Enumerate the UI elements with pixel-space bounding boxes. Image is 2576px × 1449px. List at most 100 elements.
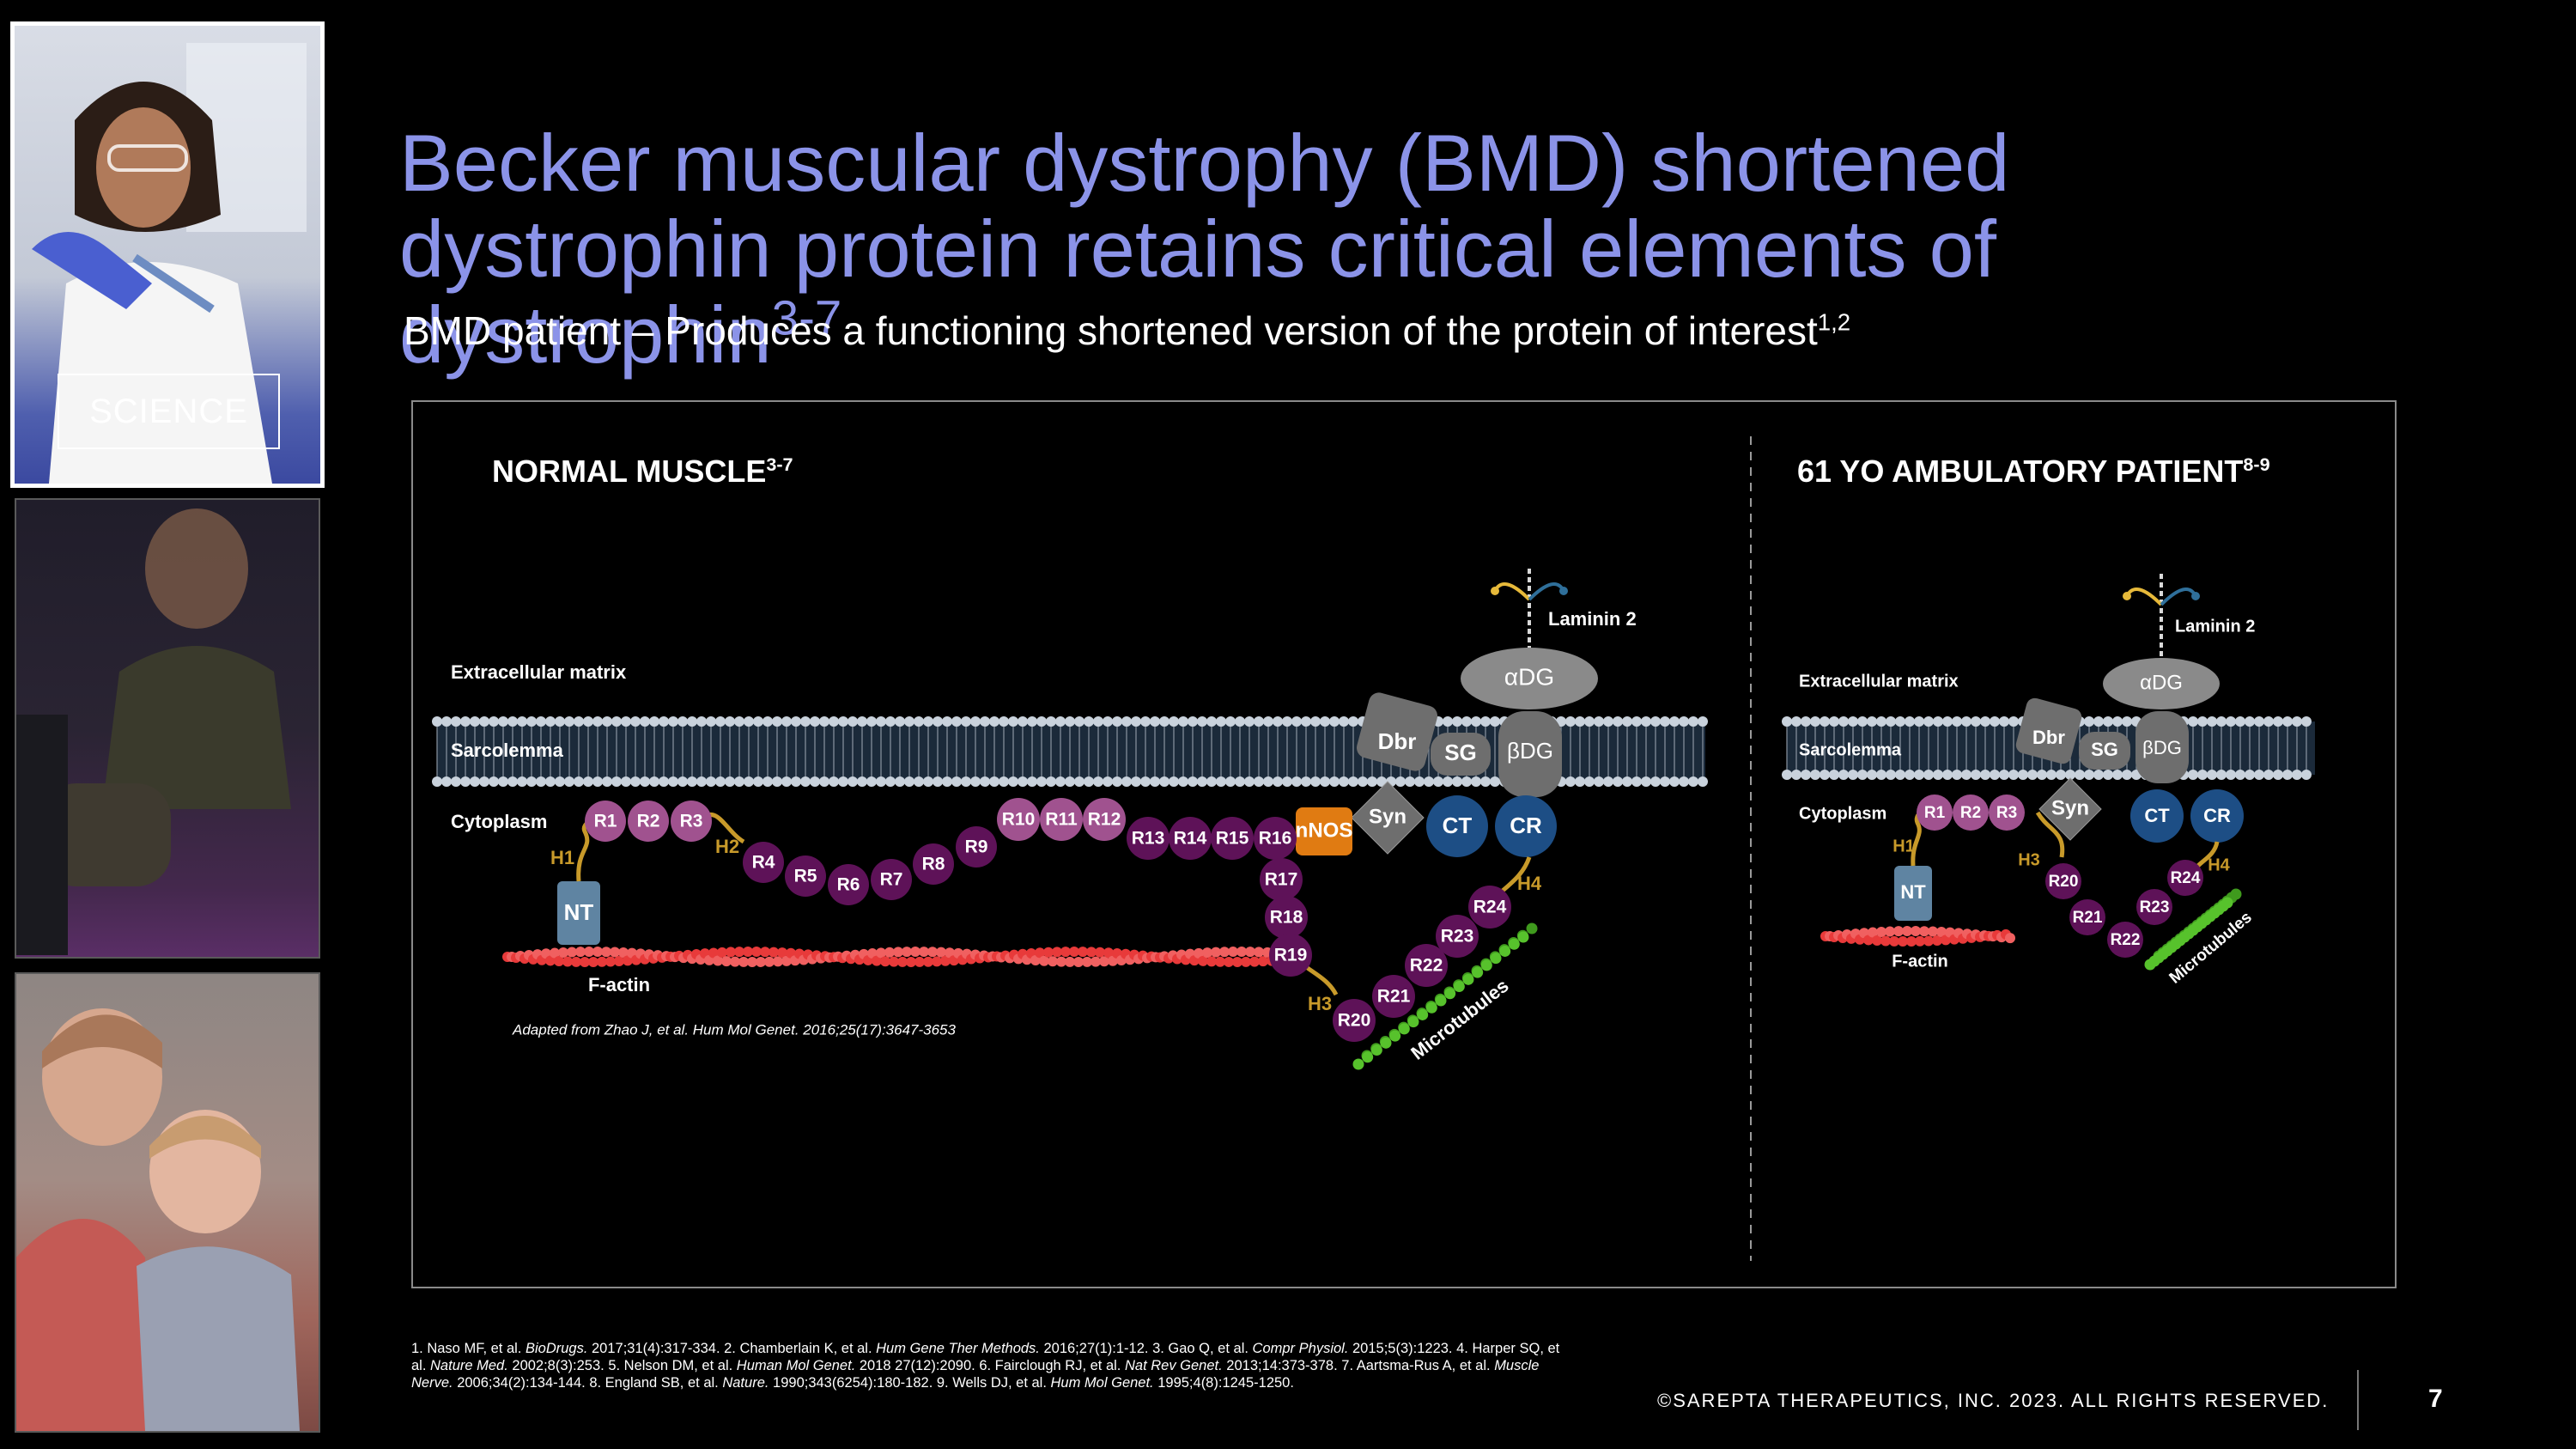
normal-lipid-head [876, 716, 886, 727]
patient-syn-label: Syn [2051, 796, 2089, 819]
normal-repeat-r7-label: R7 [880, 870, 903, 890]
normal-lipid-head [1679, 716, 1689, 727]
normal-lipid-head [1225, 716, 1236, 727]
normal-lipid-head [1565, 776, 1576, 787]
normal-microtubule-bead [1518, 932, 1529, 943]
scientist-photo: SCIENCE [10, 21, 325, 488]
normal-lipid-head [1669, 716, 1680, 727]
diagram-citation: Adapted from Zhao J, et al. Hum Mol Gene… [512, 1021, 957, 1038]
normal-lipid-head [848, 776, 858, 787]
patient-repeat-r21-label: R21 [2073, 909, 2103, 927]
patient-lipid-head [2075, 770, 2085, 780]
normal-lipid-head [1414, 776, 1425, 787]
patient-lipid-head [2027, 770, 2038, 780]
normal-lipid-head [1339, 776, 1349, 787]
patient-hinge-h4-label: H4 [2208, 855, 2230, 874]
normal-lipid-head [725, 716, 735, 727]
normal-lipid-head [772, 776, 782, 787]
normal-syn-label: Syn [1369, 805, 1406, 828]
normal-lipid-head [649, 776, 659, 787]
patient-lipid-head [1782, 716, 1792, 727]
normal-lipid-head [725, 776, 735, 787]
normal-lipid-head [696, 776, 707, 787]
normal-lipid-head [1603, 716, 1613, 727]
patient-lipid-head [2292, 716, 2302, 727]
normal-lipid-head [498, 776, 508, 787]
patient-microtubule-bead [2231, 889, 2242, 900]
patient-lipid-head [2282, 770, 2293, 780]
normal-lipid-head [1065, 776, 1075, 787]
normal-lipid-head [1405, 776, 1415, 787]
normal-microtubule-bead [1389, 1031, 1400, 1042]
normal-factin-label: F-actin [588, 974, 650, 995]
patient-lipid-head [2046, 770, 2057, 780]
patient-lipid-head [2263, 770, 2274, 780]
normal-nnos-label: nNOS [1296, 819, 1353, 842]
patient-lipid-head [1801, 770, 1811, 780]
diagram-canvas: Extracellular matrixSarcolemmaCytoplasmL… [413, 402, 2395, 1287]
normal-lipid-head [545, 716, 556, 727]
normal-repeat-r22-label: R22 [1410, 956, 1443, 976]
normal-lipid-head [1282, 776, 1292, 787]
normal-lipid-head [1084, 776, 1094, 787]
normal-lipid-head [1603, 776, 1613, 787]
normal-lipid-head [1348, 716, 1358, 727]
patient-lipid-head [1848, 770, 1858, 780]
patient-lipid-head [1961, 716, 1971, 727]
normal-lipid-head [1036, 716, 1047, 727]
patient-lipid-head [1933, 770, 1943, 780]
patient-bdg-label: βDG [2142, 737, 2182, 758]
patient-lipid-head [2122, 770, 2132, 780]
normal-repeat-r16-label: R16 [1259, 829, 1292, 849]
slide-subtitle-text: BMD patient – Produces a functioning sho… [404, 308, 1818, 353]
patient-lipid-head [1990, 716, 2000, 727]
normal-repeat-r1-label: R1 [594, 812, 617, 831]
normal-lipid-head [649, 716, 659, 727]
normal-microtubule-bead [1463, 974, 1474, 985]
patient-lipid-head [2103, 770, 2113, 780]
normal-microtubule-bead [1454, 981, 1465, 992]
normal-lipid-head [1159, 716, 1170, 727]
patient-lipid-head [1886, 770, 1896, 780]
normal-lipid-head [1046, 776, 1056, 787]
normal-lipid-head [489, 776, 499, 787]
normal-lipid-head [630, 716, 641, 727]
normal-lipid-head [687, 776, 697, 787]
normal-lipid-head [810, 716, 820, 727]
normal-lipid-head [1660, 776, 1670, 787]
patient-lipid-head [2254, 770, 2264, 780]
normal-lipid-head [1188, 716, 1198, 727]
normal-lipid-head [961, 716, 971, 727]
patient-lipid-head [1905, 716, 1915, 727]
normal-lipid-head [1622, 776, 1632, 787]
normal-lipid-head [1140, 716, 1151, 727]
patient-cr-label: CR [2203, 805, 2231, 826]
normal-lipid-head [753, 776, 763, 787]
normal-microtubule-bead [1381, 1038, 1392, 1049]
normal-microtubule-bead [1362, 1051, 1373, 1062]
normal-lipid-head [999, 716, 1009, 727]
patient-lipid-head [2292, 770, 2302, 780]
patient-lipid-head [1801, 716, 1811, 727]
patient-lipid-head [1905, 770, 1915, 780]
normal-lipid-head [1121, 716, 1132, 727]
normal-lipid-head [989, 776, 999, 787]
patient-nt-label: NT [1900, 881, 1926, 903]
normal-lipid-head [895, 776, 905, 787]
normal-lipid-head [1688, 776, 1698, 787]
patient-laminin-arm [2161, 589, 2196, 605]
normal-lipid-head [536, 776, 546, 787]
normal-lipid-head [1584, 776, 1595, 787]
patient-lipid-head [2216, 770, 2227, 780]
normal-lipid-head [611, 716, 622, 727]
normal-hinge-h3-label: H3 [1308, 993, 1332, 1014]
normal-lipid-head [1140, 776, 1151, 787]
normal-lipid-head [470, 716, 480, 727]
normal-repeat-r11-label: R11 [1045, 810, 1078, 830]
patient-lipid-head [1857, 770, 1868, 780]
normal-hinge-h4-label: H4 [1517, 873, 1542, 894]
normal-lipid-head [1660, 716, 1670, 727]
normal-lipid-head [1698, 776, 1708, 787]
normal-lipid-head [1650, 716, 1661, 727]
patient-lipid-head [2226, 716, 2236, 727]
